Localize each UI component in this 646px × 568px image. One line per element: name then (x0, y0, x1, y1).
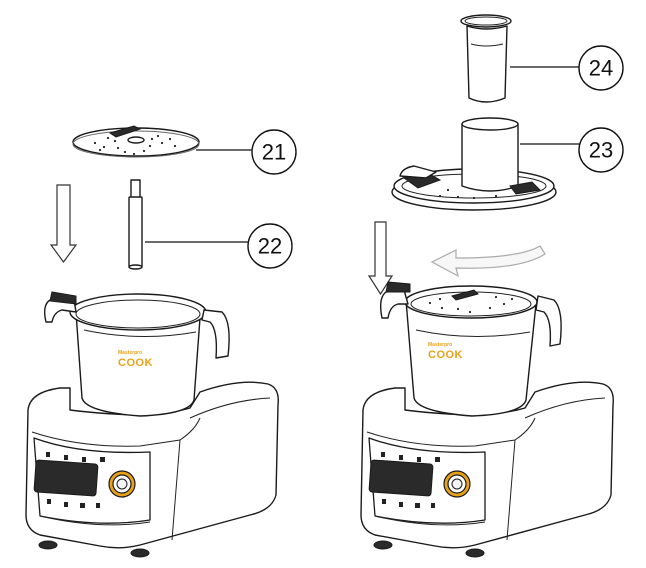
callout-22-label: 22 (258, 234, 282, 259)
rotate-arrow-icon (430, 245, 546, 278)
drive-shaft (128, 179, 143, 270)
slicing-disc (72, 125, 200, 158)
appliance-base-left (25, 381, 279, 558)
mixing-bowl-right: Masterpro COOK (379, 281, 562, 417)
callout-24-label: 24 (589, 56, 613, 81)
callout-22: 22 (247, 223, 293, 269)
callout-23: 23 (578, 127, 624, 173)
brand-main-left: COOK (118, 357, 153, 369)
callout-24: 24 (578, 45, 624, 91)
brand-top-right: Masterpro (428, 342, 452, 348)
appliance-base-right (360, 381, 614, 558)
down-arrow-icon (49, 184, 78, 264)
callout-21-label: 21 (262, 140, 286, 165)
brand-top-left: Masterpro (118, 350, 142, 356)
down-arrow-icon (367, 221, 394, 296)
lid-with-chute (391, 117, 557, 211)
food-pusher (460, 14, 512, 103)
callout-23-label: 23 (589, 138, 613, 163)
mixing-bowl-left: Masterpro COOK (43, 291, 230, 417)
callout-21: 21 (251, 129, 297, 175)
brand-main-right: COOK (428, 349, 463, 361)
